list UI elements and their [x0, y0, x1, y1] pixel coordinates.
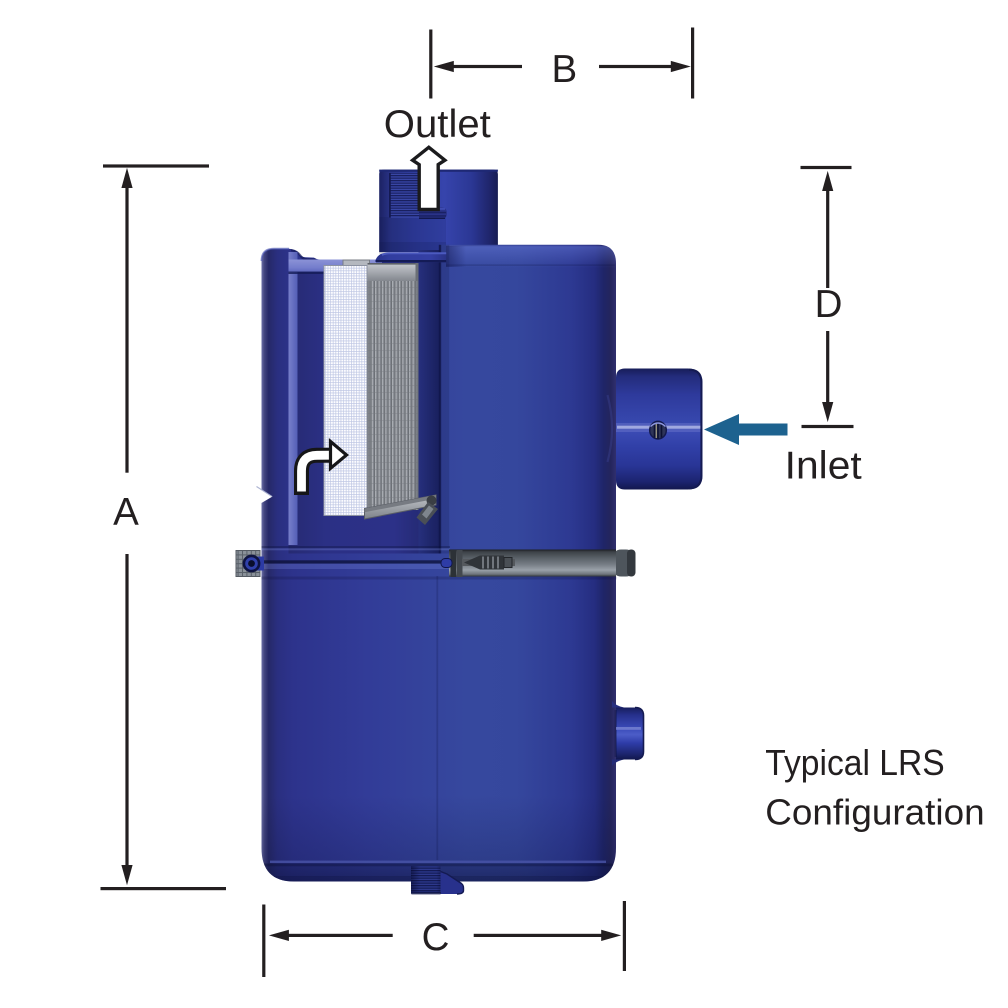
svg-text:Outlet: Outlet — [384, 103, 491, 146]
svg-text:D: D — [815, 283, 843, 326]
svg-text:Inlet: Inlet — [785, 445, 862, 488]
svg-text:Configuration: Configuration — [765, 792, 984, 833]
svg-text:B: B — [551, 48, 577, 91]
svg-text:C: C — [422, 916, 450, 959]
svg-text:A: A — [113, 491, 139, 534]
svg-text:Typical LRS: Typical LRS — [765, 742, 944, 783]
